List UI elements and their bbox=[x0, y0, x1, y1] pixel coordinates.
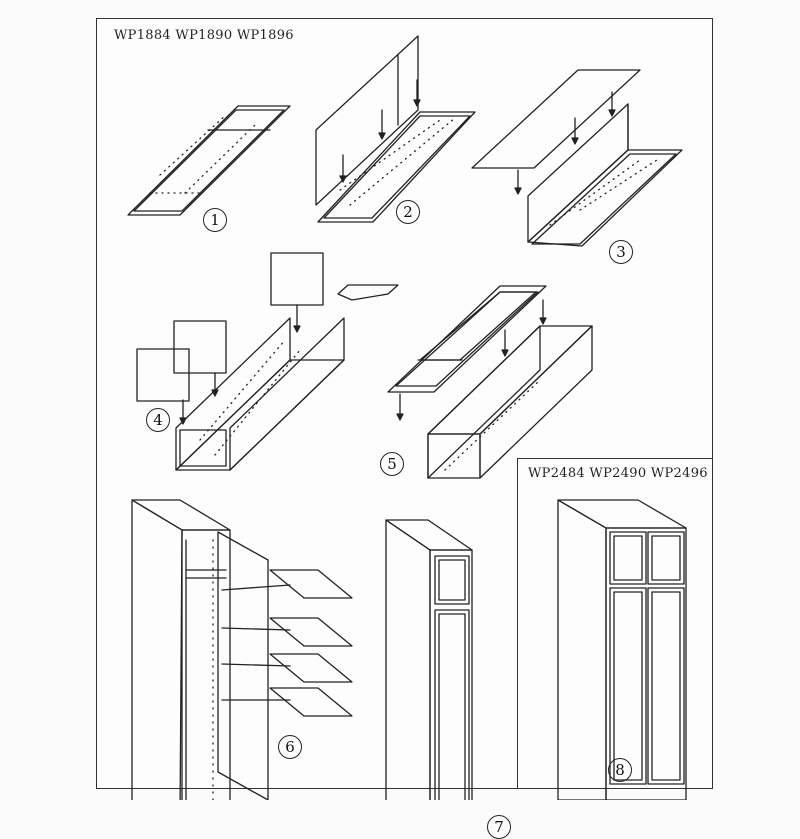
step-number-3: 3 bbox=[609, 240, 633, 264]
step4-shelf-assembly bbox=[136, 252, 399, 471]
step-number-8: 8 bbox=[608, 758, 632, 782]
step-number-6: 6 bbox=[278, 735, 302, 759]
step6-tall-cabinet-shelves bbox=[131, 499, 353, 800]
step5-face-frame-assembly bbox=[387, 285, 593, 479]
step-number-2: 2 bbox=[396, 200, 420, 224]
assembly-diagram bbox=[127, 35, 687, 800]
variant-inset-box bbox=[517, 458, 713, 789]
model-numbers-header: WP1884 WP1890 WP1896 bbox=[114, 28, 294, 43]
step-number-1: 1 bbox=[203, 208, 227, 232]
step-number-4: 4 bbox=[146, 408, 170, 432]
step8-double-door-cabinet bbox=[557, 499, 687, 800]
step1-base-panel bbox=[127, 105, 291, 216]
step7-tall-cabinet-doors bbox=[385, 519, 473, 800]
step-number-7: 7 bbox=[487, 815, 511, 839]
step-number-5: 5 bbox=[380, 452, 404, 476]
step3-top-assembly bbox=[471, 69, 683, 247]
model-numbers-inset: WP2484 WP2490 WP2496 bbox=[528, 466, 708, 481]
step2-back-assembly bbox=[315, 35, 476, 223]
